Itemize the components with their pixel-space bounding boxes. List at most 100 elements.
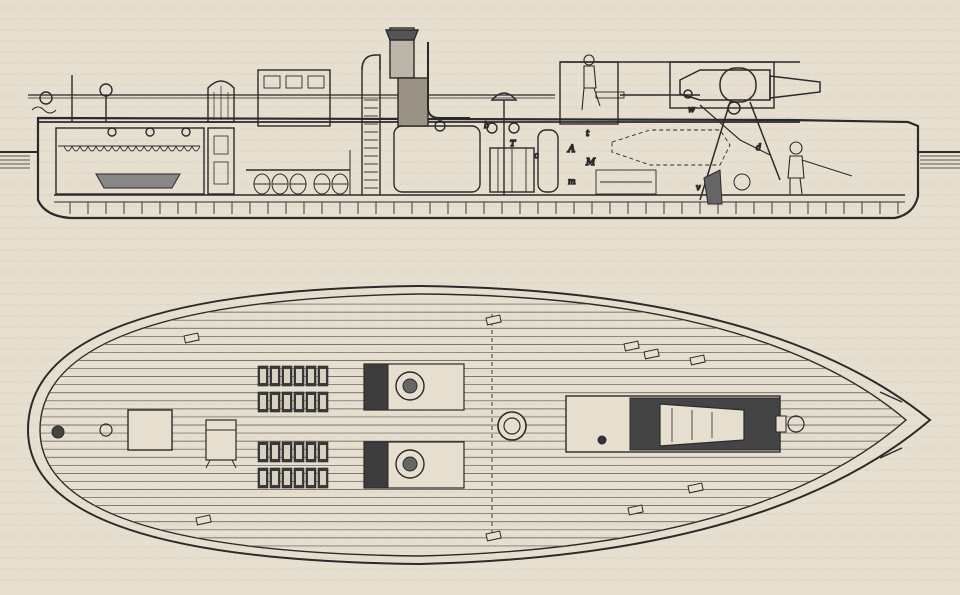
chain-locker xyxy=(31,106,57,114)
callout-c: c xyxy=(534,151,539,160)
grating-opening xyxy=(308,445,314,459)
deck-cleat xyxy=(643,348,660,360)
grating-opening xyxy=(296,395,302,409)
skylight-hatch xyxy=(205,419,237,461)
grating-opening xyxy=(284,395,290,409)
pulley-icon xyxy=(508,122,520,134)
callout-b: b xyxy=(484,121,489,130)
gas-cylinder xyxy=(537,129,559,193)
hammock xyxy=(191,145,201,152)
deckhouse-window xyxy=(263,75,281,89)
grating-opening xyxy=(284,445,290,459)
hammock xyxy=(119,145,129,152)
grating-opening xyxy=(320,445,326,459)
valve-wheel-icon xyxy=(434,120,446,132)
porthole-icon xyxy=(145,127,155,137)
grating-opening xyxy=(260,369,266,383)
callout-T: T xyxy=(510,139,516,148)
grating-opening xyxy=(260,471,266,485)
callout-v: v xyxy=(696,183,701,192)
deck-cleat xyxy=(627,504,644,516)
deck-cleats xyxy=(183,314,706,542)
coal-grating-hatches xyxy=(257,365,329,489)
bollard-icon xyxy=(99,423,113,437)
grating-opening xyxy=(296,445,302,459)
plan-hull-outer xyxy=(26,284,932,566)
hammock xyxy=(167,145,177,152)
plan-hull-inner xyxy=(39,293,908,557)
hammock xyxy=(111,145,121,152)
steam-pipe xyxy=(427,42,470,119)
bleed-through-text xyxy=(0,7,960,581)
deck-cleat xyxy=(195,514,212,526)
hammock xyxy=(71,145,81,152)
hull-outline xyxy=(36,116,920,220)
grating-opening xyxy=(308,471,314,485)
door-panel xyxy=(213,135,229,155)
loader-figure xyxy=(787,141,853,195)
callout-t: t xyxy=(586,129,590,138)
deck-cleat xyxy=(183,332,200,344)
engine-column xyxy=(397,77,429,127)
callout-d: d xyxy=(756,143,761,152)
water-hatching xyxy=(0,155,960,169)
ventilator-cowl xyxy=(361,54,381,71)
grating-opening xyxy=(320,395,326,409)
bow-fender xyxy=(879,391,903,459)
mushroom-ventilator-plan xyxy=(497,411,527,441)
grating-opening xyxy=(296,471,302,485)
side-elevation-section: A b t M T c m v w d xyxy=(0,27,960,220)
gunner-figure xyxy=(581,54,601,111)
deck-cleat xyxy=(687,482,704,494)
deck-cleat xyxy=(689,354,706,366)
conning-platform xyxy=(559,61,619,125)
funnel-cap xyxy=(384,29,420,41)
pulley-icon xyxy=(486,122,498,134)
deckhouse xyxy=(257,69,331,127)
mushroom-ventilator xyxy=(490,92,518,101)
deck-cleat xyxy=(623,340,640,352)
grating-opening xyxy=(272,445,278,459)
hammock xyxy=(103,145,113,152)
anchor-windlass-icon xyxy=(39,91,53,105)
deck-cleat xyxy=(485,314,502,326)
grating-opening xyxy=(272,395,278,409)
callout-A: A xyxy=(567,144,575,155)
hammock xyxy=(63,145,73,152)
ammunition-hoist xyxy=(703,169,751,205)
barrel-row xyxy=(253,173,349,195)
gun-mount xyxy=(669,61,775,109)
callout-M: M xyxy=(585,158,596,168)
grating-opening xyxy=(296,369,302,383)
starboard-ventilator xyxy=(363,441,465,489)
hammock xyxy=(151,145,161,152)
deckhouse-window xyxy=(307,75,325,89)
grating-opening xyxy=(260,445,266,459)
hammock xyxy=(135,145,145,152)
grating-opening xyxy=(308,395,314,409)
hammock xyxy=(79,145,89,152)
grating-opening xyxy=(320,471,326,485)
grating-opening xyxy=(260,395,266,409)
hammock xyxy=(183,145,193,152)
hammock xyxy=(127,145,137,152)
magazine xyxy=(595,129,731,195)
floor-frames xyxy=(69,202,899,214)
hammock xyxy=(95,145,105,152)
grating-opening xyxy=(284,369,290,383)
door-panel xyxy=(213,161,229,185)
skylight-leg xyxy=(205,459,211,469)
mess-table xyxy=(95,173,181,189)
hammock xyxy=(87,145,97,152)
callout-m: m xyxy=(568,177,576,186)
ladder xyxy=(364,99,378,189)
cabin-door xyxy=(207,127,235,195)
deckhouse-window xyxy=(285,75,303,89)
porthole-icon xyxy=(181,127,191,137)
grating-opening xyxy=(272,471,278,485)
porthole-icon xyxy=(107,127,117,137)
deck-cleat xyxy=(485,530,502,542)
grating-opening xyxy=(320,369,326,383)
